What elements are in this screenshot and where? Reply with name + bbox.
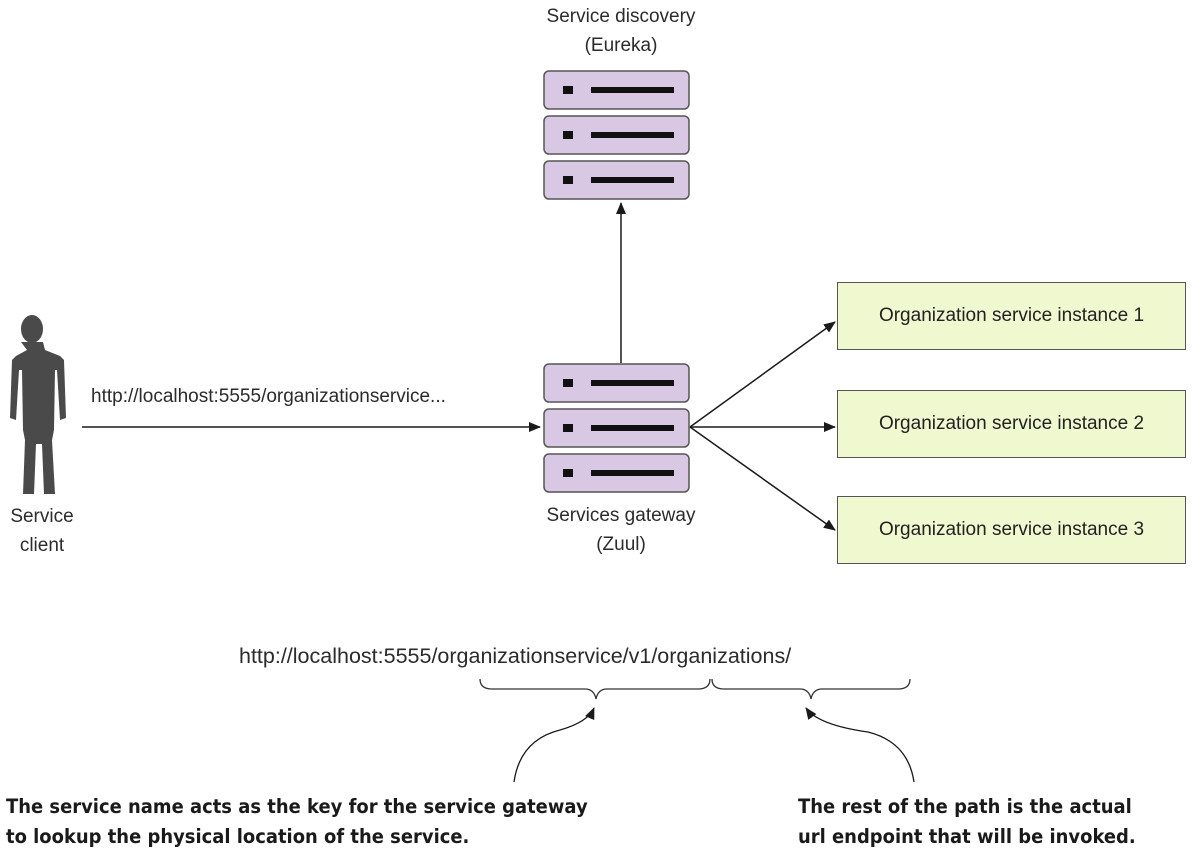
discovery-subtitle: (Eureka) bbox=[584, 35, 658, 56]
gateway-subtitle: (Zuul) bbox=[596, 534, 646, 555]
discovery-title: Service discovery bbox=[546, 6, 696, 27]
person-silhouette-icon bbox=[10, 315, 66, 494]
service-name-note-line1: The service name acts as the key for the… bbox=[6, 795, 588, 818]
instance-box-1: Organization service instance 1 bbox=[837, 282, 1186, 350]
discovery-server-stack-icon bbox=[543, 70, 690, 200]
rest-of-path-note-line1: The rest of the path is the actual bbox=[798, 795, 1132, 818]
rest-of-path-note-line2: url endpoint that will be invoked. bbox=[798, 825, 1136, 848]
full-url-label: http://localhost:5555/organizationservic… bbox=[239, 644, 792, 668]
endpoint-callout-arrow bbox=[805, 707, 915, 783]
service-name-callout-arrow bbox=[513, 707, 595, 783]
endpoint-path-brace bbox=[711, 678, 911, 700]
instance-box-3: Organization service instance 3 bbox=[837, 496, 1186, 564]
client-label-line1: Service bbox=[10, 506, 74, 527]
request-url-label: http://localhost:5555/organizationservic… bbox=[91, 386, 446, 407]
service-name-note-line2: to lookup the physical location of the s… bbox=[6, 825, 470, 848]
instance-box-2: Organization service instance 2 bbox=[837, 390, 1186, 458]
service-name-brace bbox=[479, 678, 711, 700]
gateway-to-instance-1-arrow bbox=[689, 321, 836, 428]
gateway-title: Services gateway bbox=[546, 505, 696, 526]
gateway-to-instance-3-arrow bbox=[689, 426, 836, 531]
gateway-server-stack-icon bbox=[543, 363, 690, 493]
client-label-line2: client bbox=[19, 535, 65, 556]
